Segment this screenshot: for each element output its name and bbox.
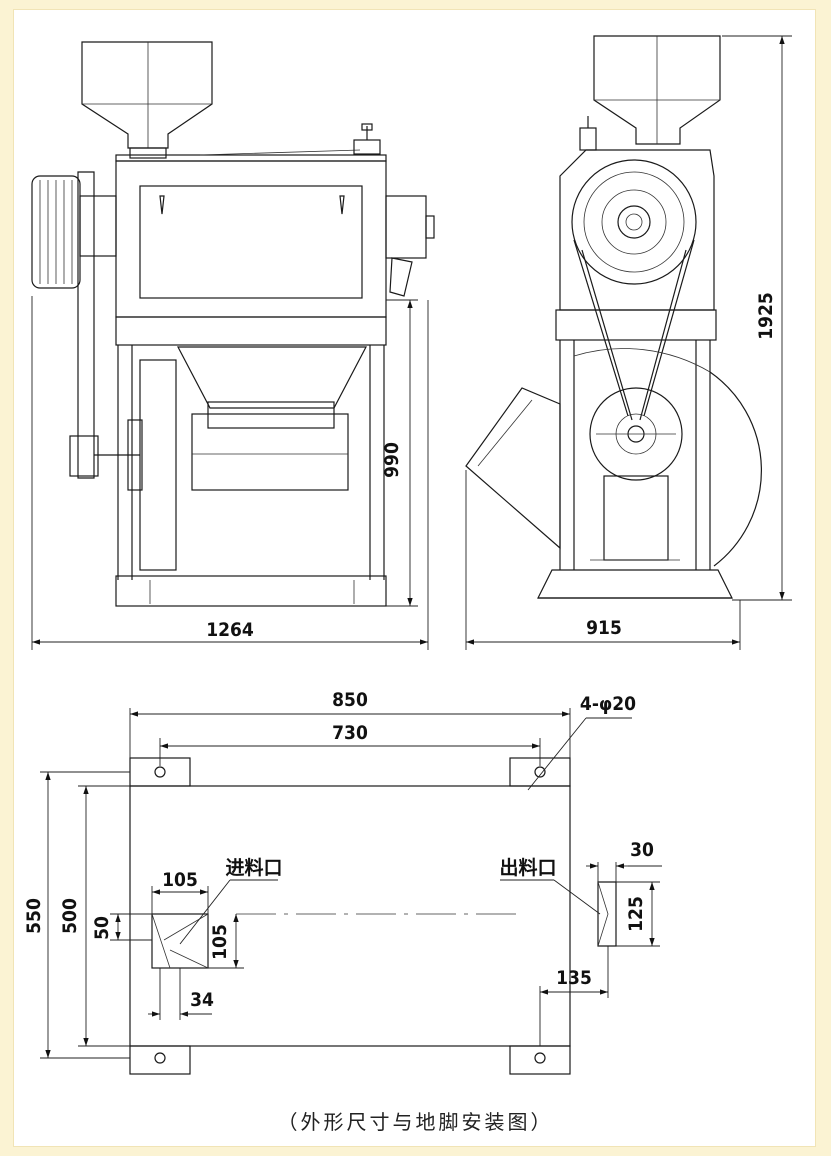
dim-overall-width: 1264 [206,619,254,641]
dim-inlet-105-height: 105 [209,924,231,960]
dim-inlet-34: 34 [190,989,214,1011]
drawing-sheet [14,10,815,1146]
label-outlet: 出料口 [499,856,556,879]
pulley-stack [31,175,117,289]
dim-inlet-50: 50 [91,916,113,940]
dim-base-500: 500 [59,898,81,934]
dim-side-width: 915 [586,617,622,639]
front-view [31,41,435,607]
side-view [465,35,762,599]
dim-holes: 4-φ20 [580,693,636,715]
drawing-caption: （外形尺寸与地脚安装图） [277,1110,554,1134]
dim-base-730: 730 [332,722,368,744]
dim-base-550: 550 [23,898,45,934]
dim-inlet-105-width: 105 [162,869,198,891]
elevation-dimensions [31,35,792,650]
dim-outlet-30: 30 [630,839,654,861]
dim-outlet-125: 125 [625,896,647,932]
plan-dimensions [40,708,662,1059]
dim-base-850: 850 [332,689,368,711]
dim-height-990: 990 [381,442,403,478]
dim-total-height: 1925 [755,292,777,340]
dim-outlet-135: 135 [556,967,592,989]
base-plan [129,757,617,1075]
label-inlet: 进料口 [225,856,282,879]
